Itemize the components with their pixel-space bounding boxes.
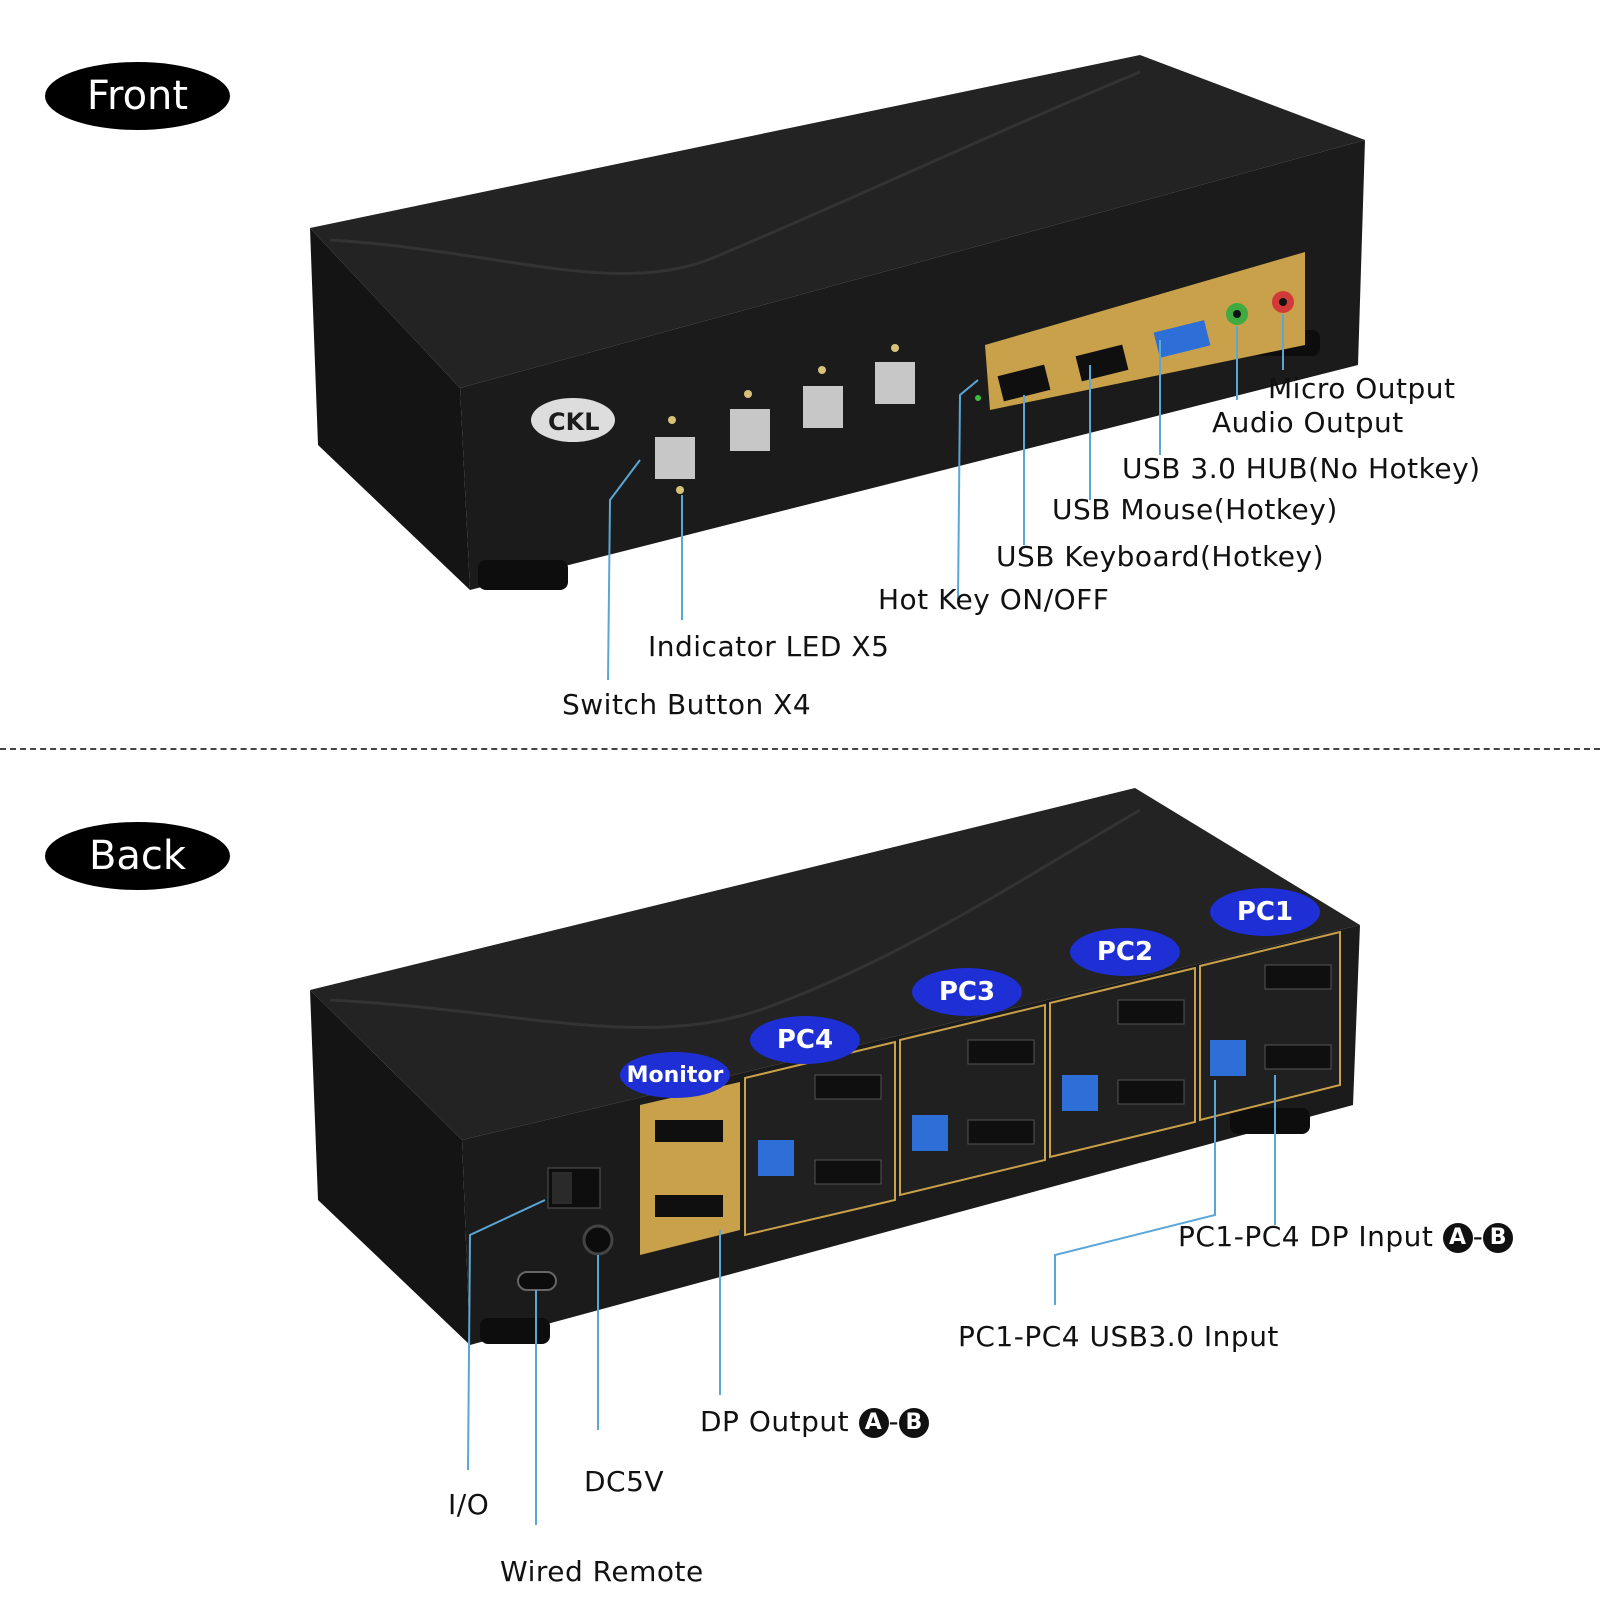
- usb-input-label: PC1-PC4 USB3.0 Input: [958, 1320, 1279, 1353]
- usb-hub-label: USB 3.0 HUB(No Hotkey): [1122, 452, 1481, 485]
- usb-mouse-label: USB Mouse(Hotkey): [1052, 493, 1338, 526]
- dp-input-label: PC1-PC4 DP Input A-B: [1178, 1220, 1514, 1253]
- dp-input-separator: -: [1472, 1220, 1484, 1253]
- front-label-text: Front: [86, 73, 189, 119]
- front-section-label: Front: [45, 62, 230, 130]
- back-section-label: Back: [45, 822, 230, 890]
- dp-input-text: PC1-PC4 DP Input: [1178, 1220, 1434, 1253]
- dp-output-a-marker: A: [858, 1408, 889, 1438]
- dp-input-b-marker: B: [1483, 1223, 1514, 1253]
- switch-button-label: Switch Button X4: [562, 688, 812, 721]
- pc3-badge-text: PC3: [938, 977, 996, 1007]
- io-label: I/O: [448, 1488, 490, 1521]
- brand-logo-text: CKL: [548, 408, 600, 436]
- dp-output-separator: -: [888, 1405, 900, 1438]
- dp-output-label: DP Output A-B: [700, 1405, 930, 1438]
- monitor-badge: Monitor: [620, 1052, 730, 1098]
- dp-input-a-marker: A: [1442, 1223, 1473, 1253]
- back-kvm-switch: [310, 788, 1360, 1345]
- micro-output-label: Micro Output: [1268, 372, 1456, 405]
- dp-output-b-marker: B: [899, 1408, 930, 1438]
- usb-keyboard-label: USB Keyboard(Hotkey): [996, 540, 1325, 573]
- pc2-badge: PC2: [1070, 928, 1180, 976]
- wired-remote-label: Wired Remote: [500, 1555, 704, 1588]
- pc2-badge-text: PC2: [1096, 937, 1154, 967]
- front-callout-lines: [607, 314, 1284, 681]
- pc1-badge: PC1: [1210, 888, 1320, 936]
- front-kvm-switch: CKL: [310, 55, 1365, 590]
- pc4-badge-text: PC4: [776, 1025, 834, 1055]
- indicator-led-label: Indicator LED X5: [648, 630, 890, 663]
- hot-key-label: Hot Key ON/OFF: [878, 583, 1110, 616]
- monitor-badge-text: Monitor: [626, 1062, 724, 1088]
- pc3-badge: PC3: [912, 968, 1022, 1016]
- switch-button-1[interactable]: [655, 437, 695, 479]
- dp-output-text: DP Output: [700, 1405, 850, 1438]
- pc1-badge-text: PC1: [1236, 897, 1294, 927]
- switch-button-2[interactable]: [730, 409, 770, 451]
- switch-button-3[interactable]: [803, 386, 843, 428]
- back-callout-lines: [467, 1075, 1276, 1525]
- back-label-text: Back: [88, 833, 187, 879]
- section-divider: [0, 748, 1600, 750]
- audio-output-label: Audio Output: [1212, 406, 1404, 439]
- dc5v-label: DC5V: [584, 1465, 665, 1498]
- pc4-badge: PC4: [750, 1016, 860, 1064]
- switch-button-4[interactable]: [875, 362, 915, 404]
